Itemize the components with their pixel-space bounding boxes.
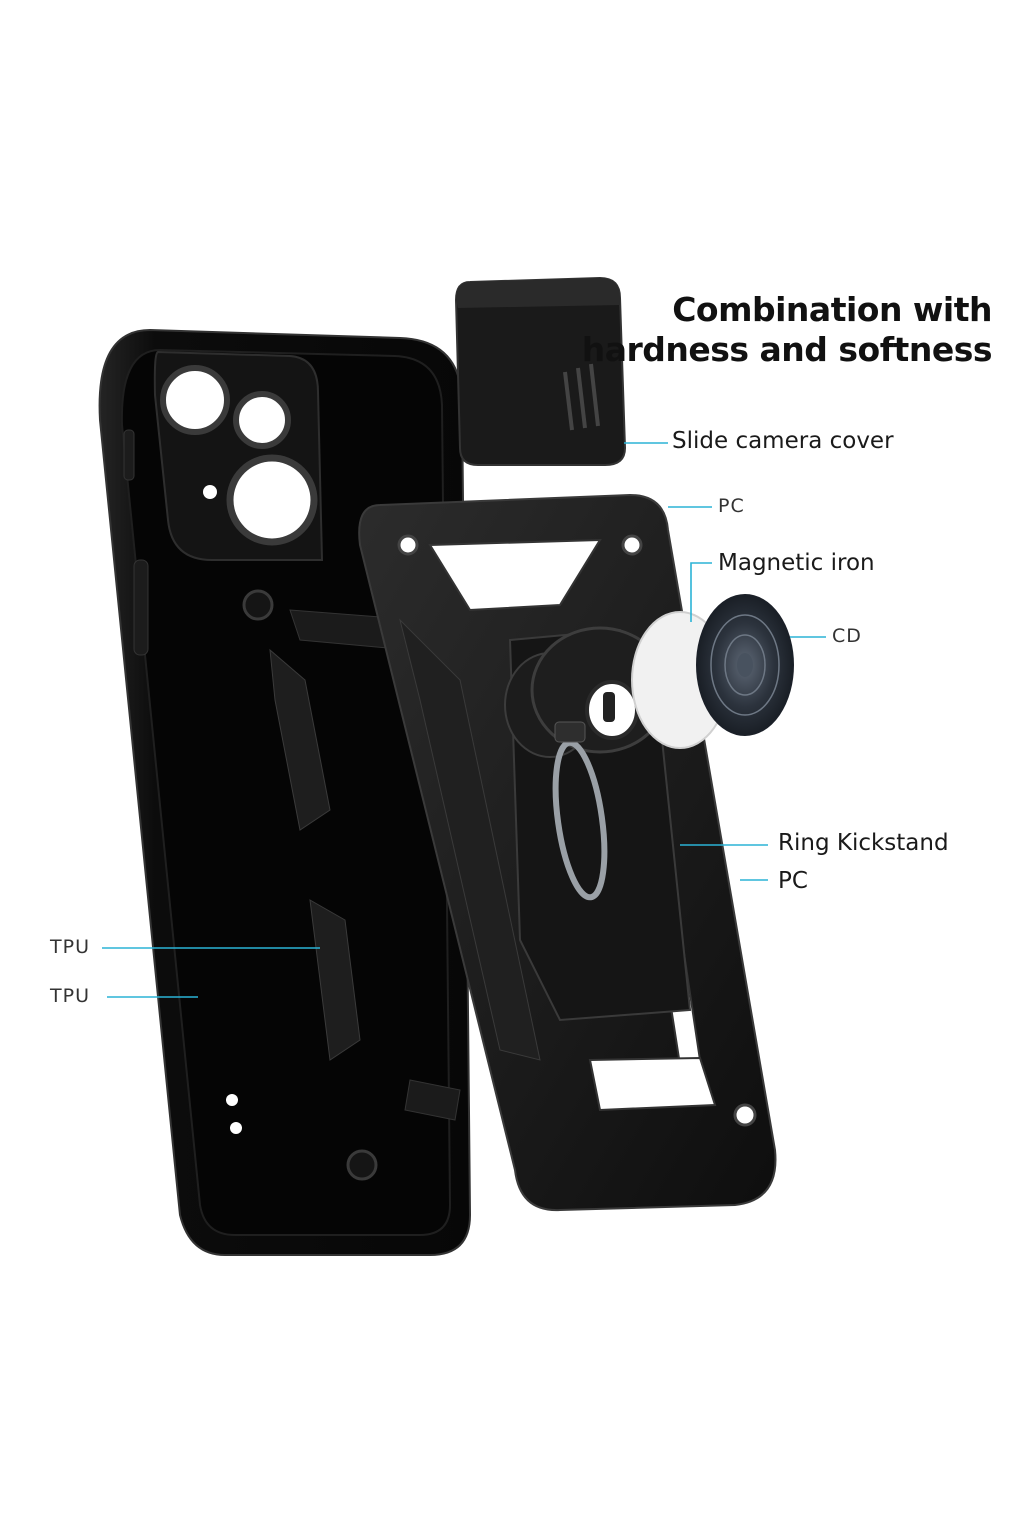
tpu-case-shell xyxy=(98,328,472,1256)
label-tpu-outer: TPU xyxy=(50,985,90,1007)
label-slide-camera-cover: Slide camera cover xyxy=(672,428,894,454)
label-pc-bottom: PC xyxy=(778,868,808,894)
headline-line-2: hardness and softness xyxy=(581,330,993,369)
lens-hole-3-icon xyxy=(226,454,318,546)
cd-disc xyxy=(696,594,794,736)
label-cd: CD xyxy=(832,625,862,647)
lens-hole-2-icon xyxy=(233,391,291,449)
label-ring-kickstand: Ring Kickstand xyxy=(778,830,949,856)
leader-lines xyxy=(102,442,826,998)
label-pc-top: PC xyxy=(718,495,745,517)
headline-line-1: Combination with xyxy=(672,290,992,329)
lens-hole-1-icon xyxy=(160,365,230,435)
label-magnetic-iron: Magnetic iron xyxy=(718,550,875,576)
flash-hole-icon xyxy=(203,485,217,499)
slide-camera-cover xyxy=(454,276,627,466)
headline: Combination with hardness and softness xyxy=(581,290,993,370)
label-tpu-inner: TPU xyxy=(50,936,90,958)
